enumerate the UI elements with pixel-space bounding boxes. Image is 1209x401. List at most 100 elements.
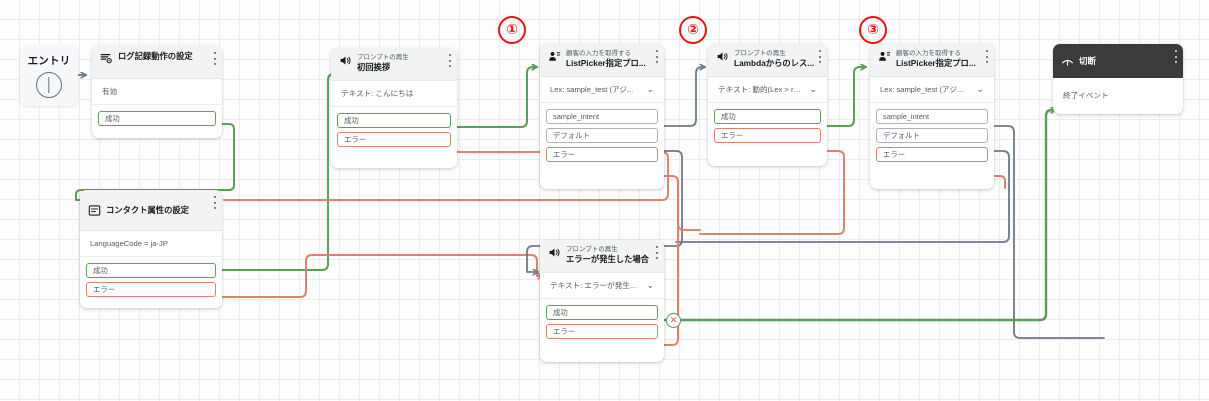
contact-attributes-icon (88, 204, 101, 217)
port-success[interactable]: 成功 (714, 109, 821, 124)
node-header: 顧客の入力を取得する ListPicker指定プロ... (540, 44, 664, 77)
node-play-prompt-greeting[interactable]: プロンプトの再生 初回挨拶 テキスト: こんにちは 成功 エラー (331, 48, 457, 168)
node-title: ログ記録動作の設定 (118, 51, 193, 61)
chevron-down-icon[interactable]: ⌄ (646, 84, 654, 94)
node-body-text: テキスト: 動的(Lex > re... (718, 85, 804, 94)
node-menu-icon[interactable] (985, 50, 988, 63)
node-header-text: プロンプトの再生 エラーが発生した場合 (566, 245, 657, 265)
port-error[interactable]: エラー (546, 147, 658, 162)
annotation-marker-2: ② (679, 16, 707, 44)
node-body-row: テキスト: エラーが発生... ⌄ (550, 280, 654, 291)
node-header-text: プロンプトの再生 初回挨拶 (357, 53, 450, 73)
node-title: ListPicker指定プロ... (566, 58, 646, 68)
annotation-marker-1: ① (498, 16, 526, 44)
node-header: プロンプトの再生 初回挨拶 (331, 48, 457, 81)
node-body-row: Lex: sample_test (アジ... ⌄ (550, 84, 654, 95)
node-title: 切断 (1079, 55, 1097, 66)
node-play-prompt-error[interactable]: プロンプトの再生 エラーが発生した場合 テキスト: エラーが発生... ⌄ 成功… (540, 240, 664, 362)
port-error[interactable]: エラー (337, 132, 451, 147)
node-header-text: プロンプトの再生 Lambdaからのレス... (734, 49, 820, 69)
node-disconnect[interactable]: 切断 終了イベント (1053, 44, 1183, 114)
node-kicker: プロンプトの再生 (357, 54, 409, 61)
node-menu-icon[interactable] (655, 246, 658, 259)
speaker-icon (339, 54, 352, 67)
node-body: Lex: sample_test (アジ... ⌄ (540, 77, 664, 102)
node-body: 有効 (92, 79, 222, 104)
port-error[interactable]: エラー (876, 147, 988, 162)
chevron-down-icon[interactable]: ⌄ (809, 84, 817, 94)
node-body-text: Lex: sample_test (アジ... (550, 85, 634, 94)
node-body: テキスト: 動的(Lex > re... ⌄ (708, 77, 827, 102)
node-ports: 成功 (92, 104, 222, 132)
node-body: テキスト: こんにちは (331, 81, 457, 106)
node-get-customer-input-1[interactable]: 顧客の入力を取得する ListPicker指定プロ... Lex: sample… (540, 44, 664, 189)
node-body-row: テキスト: 動的(Lex > re... ⌄ (718, 84, 817, 95)
chevron-down-icon[interactable]: ⌄ (646, 280, 654, 290)
node-ports: 成功 エラー (80, 256, 222, 303)
port-error[interactable]: エラー (714, 128, 821, 143)
customer-input-icon (878, 50, 891, 63)
port-success[interactable]: 成功 (86, 263, 216, 278)
node-header: プロンプトの再生 エラーが発生した場合 (540, 240, 664, 273)
entry-label: エントリ (27, 54, 71, 67)
node-body: 終了イベント (1053, 78, 1183, 108)
node-play-prompt-lambda[interactable]: プロンプトの再生 Lambdaからのレス... テキスト: 動的(Lex > r… (708, 44, 827, 166)
node-header: 顧客の入力を取得する ListPicker指定プロ... (870, 44, 994, 77)
node-body-text: テキスト: こんにちは (341, 89, 414, 98)
node-kicker: プロンプトの再生 (734, 50, 786, 57)
node-set-logging[interactable]: ログ記録動作の設定 有効 成功 (92, 46, 222, 138)
node-title: エラーが発生した場合 (566, 254, 649, 264)
port-success[interactable]: 成功 (337, 113, 451, 128)
node-header-text: ログ記録動作の設定 (118, 51, 215, 62)
annotation-marker-3: ③ (859, 16, 887, 44)
node-body-text: 有効 (102, 87, 118, 96)
node-body-row: Lex: sample_test (アジ... ⌄ (880, 84, 984, 95)
customer-input-icon (548, 50, 561, 63)
node-title: コンタクト属性の設定 (106, 205, 189, 215)
speaker-icon (716, 50, 729, 63)
node-header-text: 顧客の入力を取得する ListPicker指定プロ... (566, 49, 657, 69)
speaker-icon (548, 246, 561, 259)
node-ports: sample_intent デフォルト エラー (540, 102, 664, 168)
node-body-text: テキスト: エラーが発生... (550, 281, 637, 290)
port-sample-intent[interactable]: sample_intent (546, 109, 658, 124)
node-menu-icon[interactable] (448, 54, 451, 67)
node-body: Lex: sample_test (アジ... ⌄ (870, 77, 994, 102)
node-body-text: Lex: sample_test (アジ... (880, 85, 964, 94)
port-success[interactable]: 成功 (546, 305, 658, 320)
node-kicker: 顧客の入力を取得する (566, 50, 631, 57)
logging-gear-icon (100, 52, 113, 65)
port-error[interactable]: エラー (86, 282, 216, 297)
node-ports: sample_intent デフォルト エラー (870, 102, 994, 168)
node-title: Lambdaからのレス... (734, 58, 815, 68)
node-kicker: プロンプトの再生 (566, 246, 618, 253)
node-header-text: コンタクト属性の設定 (106, 205, 215, 215)
entry-point-icon (36, 71, 62, 98)
node-header: 切断 (1053, 44, 1183, 78)
node-menu-icon[interactable] (213, 196, 216, 209)
node-kicker: 顧客の入力を取得する (896, 50, 961, 57)
node-ports: 成功 エラー (331, 106, 457, 153)
disconnect-icon (1061, 55, 1074, 68)
port-success[interactable]: 成功 (98, 111, 216, 126)
node-header: ログ記録動作の設定 (92, 46, 222, 79)
port-sample-intent[interactable]: sample_intent (876, 109, 988, 124)
node-header-text: 顧客の入力を取得する ListPicker指定プロ... (896, 49, 987, 69)
node-header: プロンプトの再生 Lambdaからのレス... (708, 44, 827, 77)
node-ports: 成功 エラー (540, 298, 664, 345)
node-menu-icon[interactable] (818, 50, 821, 63)
node-menu-icon[interactable] (1174, 50, 1177, 63)
connector-error-marker: ✕ (666, 313, 681, 328)
port-error[interactable]: エラー (546, 324, 658, 339)
port-default[interactable]: デフォルト (876, 128, 988, 143)
node-menu-icon[interactable] (655, 50, 658, 63)
node-set-contact-attributes[interactable]: コンタクト属性の設定 LanguageCode = ja-JP 成功 エラー (80, 190, 222, 308)
node-body: LanguageCode = ja-JP (80, 231, 222, 256)
chevron-down-icon[interactable]: ⌄ (976, 84, 984, 94)
entry-point[interactable]: エントリ (20, 44, 78, 106)
node-body-text: LanguageCode = ja-JP (90, 239, 168, 248)
node-get-customer-input-2[interactable]: 顧客の入力を取得する ListPicker指定プロ... Lex: sample… (870, 44, 994, 189)
port-default[interactable]: デフォルト (546, 128, 658, 143)
node-menu-icon[interactable] (213, 52, 216, 65)
